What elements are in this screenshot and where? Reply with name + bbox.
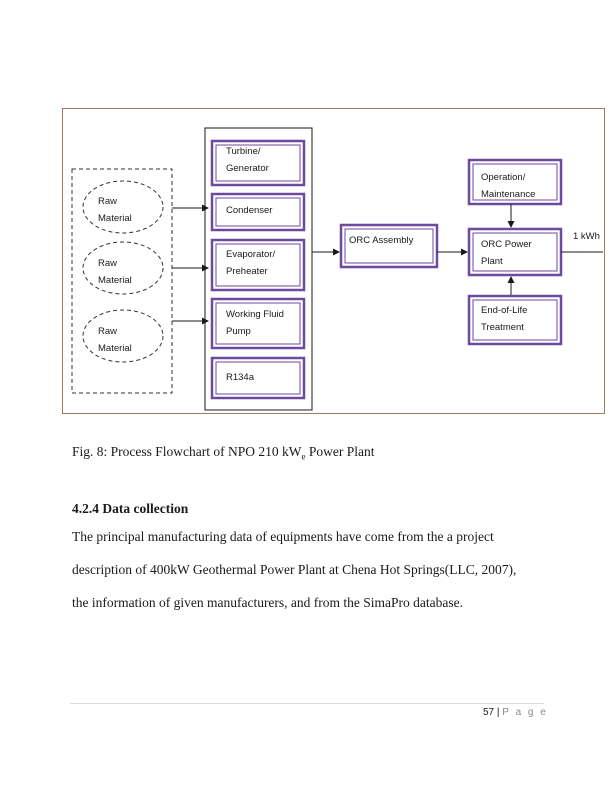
figure-caption: Fig. 8: Process Flowchart of NPO 210 kWe… — [72, 444, 375, 462]
orc-assembly-box — [339, 223, 439, 269]
figure-frame — [62, 108, 605, 414]
component-box-pump — [210, 297, 306, 350]
component-box-evaporator — [210, 238, 306, 292]
component-label-r134a: R134a — [226, 372, 254, 383]
body-line-2: description of 400kW Geothermal Power Pl… — [72, 562, 517, 577]
end-of-life-label: End-of-Life Treatment — [481, 305, 528, 333]
component-group — [204, 127, 313, 411]
raw-material-ellipse-1 — [82, 180, 164, 234]
raw-material-label-2: Raw Material — [98, 258, 132, 286]
raw-material-group — [71, 168, 173, 394]
page-number-separator: | — [496, 707, 500, 718]
page-number-value: 57 — [483, 707, 495, 718]
orc-assembly-label: ORC Assembly — [349, 235, 414, 246]
page-number: 57 | P a g e — [483, 707, 548, 718]
raw-material-label-3: Raw Material — [98, 326, 132, 354]
body-line-1: The principal manufacturing data of equi… — [72, 529, 494, 544]
orc-power-plant-label: ORC Power Plant — [481, 239, 532, 267]
component-label-pump: Working Fluid Pump — [226, 309, 284, 337]
raw-material-ellipse-3 — [82, 309, 164, 363]
component-label-turbine: Turbine/ Generator — [226, 146, 269, 174]
end-of-life-box — [467, 294, 563, 346]
caption-prefix: Fig. 8: Process Flowchart of NPO 210 kW — [72, 444, 302, 459]
component-label-condenser: Condenser — [226, 205, 273, 216]
caption-subscript: e — [301, 451, 306, 462]
component-box-r134a — [210, 356, 306, 400]
operation-box — [467, 158, 563, 206]
body-line-3: the information of given manufacturers, … — [72, 595, 464, 610]
component-label-evaporator: Evaporator/ Preheater — [226, 249, 276, 277]
raw-material-label-1: Raw Material — [98, 196, 132, 224]
footer-divider — [70, 703, 544, 704]
output-label: 1 kWh — [573, 231, 600, 242]
component-box-condenser — [210, 192, 306, 232]
operation-label: Operation/ Maintenance — [481, 172, 536, 200]
raw-material-ellipse-2 — [82, 241, 164, 295]
caption-suffix: Power Plant — [305, 444, 375, 459]
process-flowchart — [71, 127, 603, 411]
component-box-turbine — [210, 139, 306, 187]
page-label: P a g e — [502, 707, 548, 718]
section-heading: 4.2.4 Data collection — [72, 501, 189, 516]
